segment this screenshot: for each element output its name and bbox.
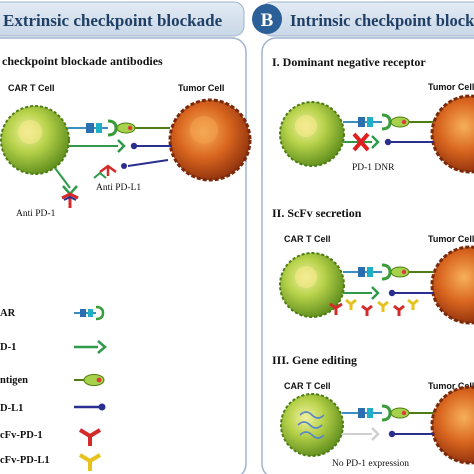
car-receptor-icon <box>74 305 105 321</box>
section-3-tumor-cell <box>430 385 474 465</box>
panel-a-tumor-label: Tumor Cell <box>178 83 224 93</box>
scfv-pd1-icon <box>78 428 102 446</box>
legend-label-scfv-pdl1: cFv-PD-L1 <box>0 455 50 466</box>
panel-a-car-t-label: CAR T Cell <box>8 83 55 93</box>
panel-a-section-title: checkpoint blockade antibodies <box>2 54 163 68</box>
legend-label-pdl1: D-L1 <box>0 403 23 414</box>
car-t-cell <box>0 105 70 175</box>
pd1-dnr <box>343 135 434 149</box>
section-2-tumor-label: Tumor Cell <box>428 234 474 244</box>
legend: AR D-1 ntigen D-L1 cFv-PD-1 cFv-PD-L1 <box>0 305 107 471</box>
anti-pd1-label: Anti PD-1 <box>16 209 56 219</box>
panel-a-header: Extrinsic checkpoint blockade <box>3 11 223 30</box>
section-1-tumor-cell <box>430 94 474 174</box>
section-3-title: III. Gene editing <box>272 353 357 367</box>
anti-pdl1-label: Anti PD-L1 <box>96 183 141 193</box>
section-1-tumor-label: Tumor Cell <box>428 82 474 92</box>
section-2-car-t-label: CAR T Cell <box>284 234 331 244</box>
legend-label-car: AR <box>0 308 16 319</box>
section-3-caption: No PD-1 expression <box>332 459 409 469</box>
section-2-car-t-cell <box>279 252 345 318</box>
scfv-pdl1-icon <box>78 453 102 471</box>
section-1-title: I. Dominant negative receptor <box>272 55 426 69</box>
legend-label-antigen: ntigen <box>0 375 28 386</box>
section-1-caption: PD-1 DNR <box>352 163 395 173</box>
pdl1-icon <box>74 403 106 411</box>
anti-pdl1-antibody <box>93 159 169 179</box>
legend-label-pd1: D-1 <box>0 342 16 353</box>
dnr-block-icon <box>352 132 370 152</box>
car-antigen-binding <box>68 119 170 137</box>
knocked-out-pd1 <box>342 427 434 441</box>
section-2-pd1-pdl1 <box>343 286 434 300</box>
section-2-car-binding <box>343 263 434 281</box>
pd1-pdl1-interaction <box>69 139 172 153</box>
antigen-icon <box>74 374 105 386</box>
panel-b-badge: B <box>261 10 274 31</box>
section-3-car-t-label: CAR T Cell <box>284 381 331 391</box>
panel-a-header-bg <box>0 1 245 37</box>
section-1-car-binding <box>343 113 434 131</box>
section-3-car-t-cell <box>280 393 344 457</box>
panel-b-badge-bg <box>252 4 282 34</box>
pd1-receptor-icon <box>74 340 107 354</box>
section-3-car-binding <box>342 404 434 422</box>
section-2-tumor-cell <box>430 245 474 325</box>
section-3-tumor-label: Tumor Cell <box>428 381 474 391</box>
secreted-scfv-molecules <box>329 298 419 316</box>
legend-label-scfv-pd1: cFv-PD-1 <box>0 430 43 441</box>
tumor-cell <box>168 98 252 182</box>
panel-b-header: Intrinsic checkpoint blockade <box>290 11 474 30</box>
section-2-title: II. ScFv secretion <box>272 206 362 220</box>
section-1-car-t-cell <box>279 101 345 167</box>
anti-pd1-antibody <box>54 167 79 208</box>
